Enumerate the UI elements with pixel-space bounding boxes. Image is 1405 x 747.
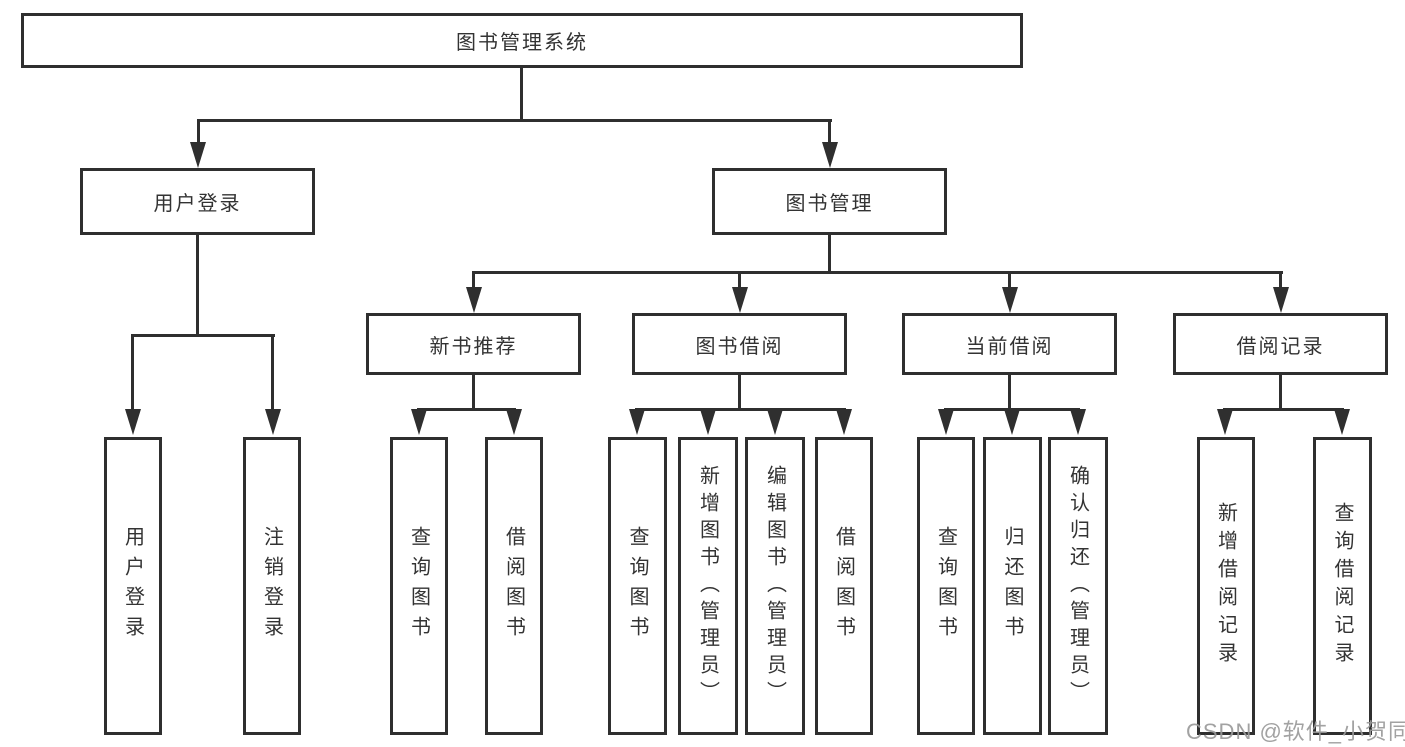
arrowhead-icon [732, 287, 748, 313]
connector-rail [417, 408, 516, 411]
connector-level3-rail [472, 271, 1283, 274]
arrowhead-icon [125, 409, 141, 435]
connector-arrow-shaft [1008, 271, 1011, 290]
arrowhead-icon [506, 409, 522, 435]
connector-arrow-shaft [271, 334, 274, 412]
watermark-text: CSDN @软件_小贺同学 [1186, 719, 1405, 744]
node-book-management: 图书管理 [712, 168, 947, 235]
arrowhead-icon [1002, 287, 1018, 313]
arrowhead-icon [836, 409, 852, 435]
leaf-return-books: 归还图书 [983, 437, 1042, 735]
arrowhead-icon [700, 409, 716, 435]
arrowhead-icon [1334, 409, 1350, 435]
arrowhead-icon [822, 142, 838, 168]
arrowhead-icon [629, 409, 645, 435]
connector-arrow-shaft [738, 271, 741, 290]
arrowhead-icon [411, 409, 427, 435]
connector-arrow-shaft [828, 119, 831, 145]
arrowhead-icon [1273, 287, 1289, 313]
leaf-edit-books-admin: 编辑图书（管理员） [745, 437, 805, 735]
arrowhead-icon [938, 409, 954, 435]
connector-book-mgmt-stem [828, 235, 831, 274]
leaf-add-books-admin: 新增图书（管理员） [678, 437, 738, 735]
arrowhead-icon [466, 287, 482, 313]
connector-level2-rail [197, 119, 832, 122]
node-book-borrowing: 图书借阅 [632, 313, 847, 375]
leaf-query-books: 查询图书 [608, 437, 667, 735]
leaf-borrow-books: 借阅图书 [815, 437, 873, 735]
leaf-borrow-books: 借阅图书 [485, 437, 543, 735]
node-new-book-recommendation: 新书推荐 [366, 313, 581, 375]
node-user-login: 用户登录 [80, 168, 315, 235]
leaf-query-books: 查询图书 [390, 437, 448, 735]
connector-stem [1008, 375, 1011, 411]
node-borrowing-records: 借阅记录 [1173, 313, 1388, 375]
leaf-logout: 注销登录 [243, 437, 301, 735]
connector-root-stem [520, 66, 523, 122]
connector-arrow-shaft [1279, 271, 1282, 290]
connector-user-login-stem [196, 235, 199, 337]
arrowhead-icon [265, 409, 281, 435]
arrowhead-icon [767, 409, 783, 435]
arrowhead-icon [1217, 409, 1233, 435]
connector-arrow-shaft [131, 334, 134, 412]
node-current-borrowing: 当前借阅 [902, 313, 1117, 375]
leaf-user-login: 用户登录 [104, 437, 162, 735]
connector-stem [472, 375, 475, 411]
node-library-management-system: 图书管理系统 [21, 13, 1023, 68]
connector-rail [635, 408, 846, 411]
leaf-add-borrowing-record: 新增借阅记录 [1197, 437, 1255, 735]
arrowhead-icon [1070, 409, 1086, 435]
leaf-confirm-return-admin: 确认归还（管理员） [1048, 437, 1108, 735]
connector-arrow-shaft [197, 119, 200, 145]
connector-stem [1279, 375, 1282, 411]
connector-rail [1223, 408, 1344, 411]
connector-user-login-rail [131, 334, 275, 337]
arrowhead-icon [190, 142, 206, 168]
leaf-query-borrowing-record: 查询借阅记录 [1313, 437, 1372, 735]
leaf-query-books: 查询图书 [917, 437, 975, 735]
connector-stem [738, 375, 741, 411]
connector-arrow-shaft [472, 271, 475, 290]
arrowhead-icon [1004, 409, 1020, 435]
